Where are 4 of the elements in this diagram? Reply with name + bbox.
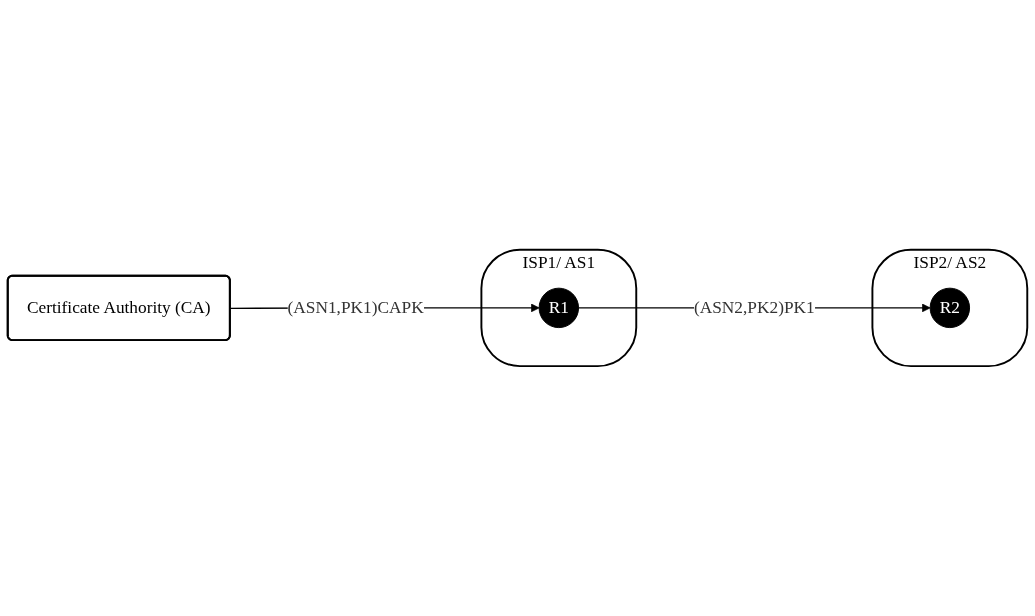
edge-label: (ASN1,PK1)CAPK	[287, 297, 424, 318]
node-circle: R2	[929, 287, 971, 329]
edge-label: (ASN2,PK2)PK1	[693, 297, 815, 318]
node-circle: R1	[538, 287, 580, 329]
